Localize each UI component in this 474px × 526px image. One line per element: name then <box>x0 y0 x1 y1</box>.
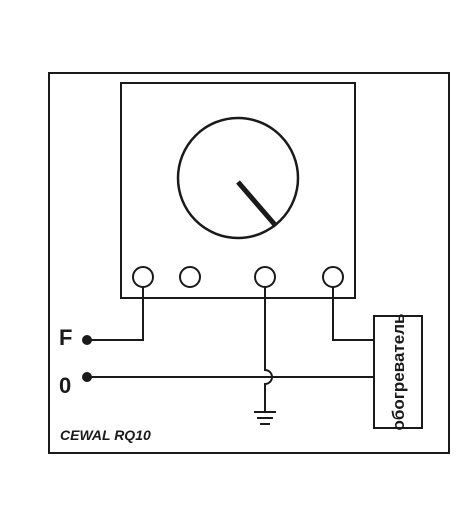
thermostat-body <box>120 82 356 299</box>
outer-frame <box>48 72 450 454</box>
dial-knob <box>176 116 300 240</box>
terminal-f-dot <box>82 335 92 345</box>
ground-icon <box>254 411 276 425</box>
heater-box <box>373 315 423 429</box>
dial-pointer <box>236 180 278 228</box>
wire-f <box>87 287 144 341</box>
terminal-zero-dot <box>82 372 92 382</box>
heater-label: обогреватель <box>389 314 408 431</box>
wire-heater <box>332 287 374 341</box>
terminal-2 <box>179 266 201 288</box>
model-label: CEWAL RQ10 <box>60 427 151 443</box>
terminal-f-label: F <box>59 325 72 350</box>
wire-ground <box>264 287 273 412</box>
terminal-zero-label: 0 <box>59 373 71 398</box>
